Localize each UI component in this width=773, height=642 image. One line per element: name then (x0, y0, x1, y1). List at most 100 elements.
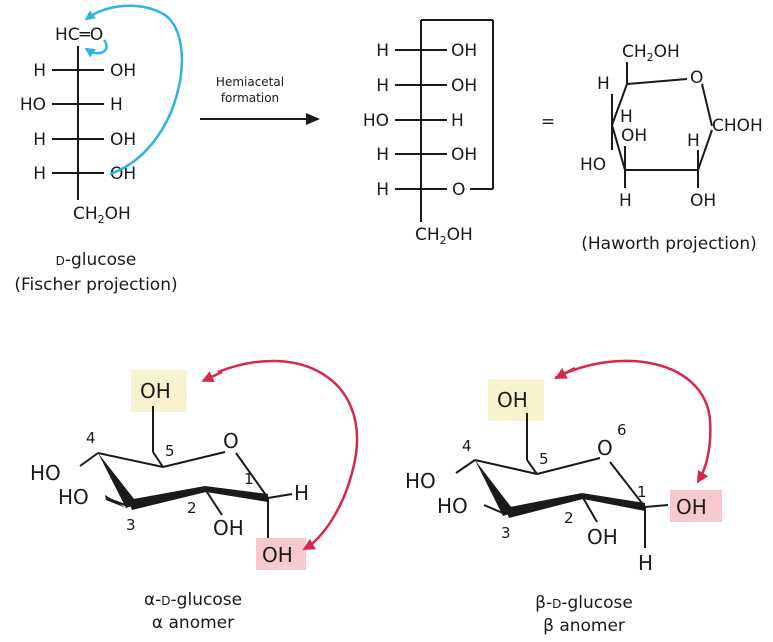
beta-c4-c3-wedge (475, 460, 515, 516)
fischer-row-3-right: OH (110, 130, 136, 150)
beta-c1-h: H (638, 551, 653, 575)
beta-c1-oh: OH (676, 495, 707, 519)
alpha-o-c1-bond (235, 452, 269, 499)
fischer-row-2-left: HO (20, 95, 46, 115)
beta-c1-oh-highlight (670, 490, 722, 522)
cyan-arrow-oh-to-carbonyl (84, 4, 184, 176)
cyclic-row-2-left: H (376, 76, 389, 96)
beta-c2-oh: OH (587, 525, 618, 549)
cyclic-row-5-left: H (376, 180, 389, 200)
alpha-c4-oh-bond (79, 452, 99, 467)
beta-num-2: 2 (564, 509, 574, 527)
cyclic-row-1-right: OH (451, 41, 477, 61)
cyclic-fischer-projection: H OH H OH HO H H OH H O CH2OH (363, 19, 494, 247)
beta-c1-oh-bond (644, 504, 669, 508)
alpha-c6-c5-bond (152, 451, 164, 468)
beta-num-5: 5 (539, 450, 549, 468)
cyclic-row-4-right: OH (451, 145, 477, 165)
reaction-arrow: Hemiacetal formation (200, 75, 320, 125)
alpha-num-1: 1 (244, 470, 254, 488)
alpha-c5-c4-bond (97, 452, 164, 468)
alpha-c2-c1-wedge (205, 486, 268, 502)
alpha-num-4: 4 (86, 429, 96, 447)
beta-ch2oh-oh: OH (497, 388, 528, 412)
beta-c2-c1-wedge (582, 493, 645, 511)
alpha-c1-oh: OH (262, 543, 293, 567)
haworth-o-c1-bond (701, 83, 713, 127)
beta-c4-oh-bond (455, 459, 476, 474)
fischer-row-4-right: OH (110, 164, 136, 184)
haworth-c2-down-oh: OH (690, 191, 716, 211)
beta-num-4: 4 (462, 437, 472, 455)
beta-c5-c4-bond (474, 459, 538, 475)
fischer-row-3-left: H (33, 130, 46, 150)
beta-red-arrow (554, 359, 712, 484)
beta-o-c1-bond (609, 461, 646, 508)
alpha-c3-oh-bond (105, 497, 129, 507)
haworth-c2-up-h: H (687, 131, 700, 151)
reaction-label-line2: formation (221, 91, 279, 105)
alpha-c1-h: H (294, 481, 309, 505)
beta-red-arrow-head-top (554, 366, 576, 379)
alpha-caption-line2: α anomer (152, 613, 234, 633)
beta-c3-oh: HO (437, 494, 468, 518)
alpha-num-2: 2 (187, 499, 197, 517)
cyclic-row-3-left: HO (363, 111, 389, 131)
haworth-ring-o: O (690, 68, 703, 88)
haworth-c4-c3-bond (611, 124, 626, 171)
beta-c3-c2-wedge (505, 493, 583, 518)
alpha-anomer: OH 5 O 1 4 HO 3 HO 2 OH H OH α-D-glucose… (30, 359, 359, 633)
alpha-ring-o: O (223, 429, 239, 453)
reaction-label-line1: Hemiacetal (216, 75, 284, 89)
alpha-red-arrow (217, 359, 359, 550)
alpha-c1-h-bond (267, 493, 293, 499)
beta-caption-line2: β anomer (543, 616, 625, 636)
beta-c3-oh-bond (483, 504, 506, 515)
haworth-c4-up-h: H (597, 74, 610, 94)
beta-num-1: 1 (637, 483, 647, 501)
alpha-c5-o-bond (162, 451, 226, 468)
beta-ch2oh-highlight (488, 379, 544, 421)
alpha-c1-oh-highlight (256, 538, 306, 570)
beta-ring-o: O (597, 436, 613, 460)
alpha-num-3: 3 (126, 516, 136, 534)
beta-num-3: 3 (501, 524, 511, 542)
alpha-c4-c3-wedge (98, 453, 138, 508)
alpha-ch2oh-oh: OH (140, 379, 171, 403)
fischer-caption-name: D-glucose (56, 250, 137, 270)
cyclic-row-1-left: H (376, 41, 389, 61)
alpha-c4-oh: HO (30, 461, 61, 485)
alpha-ch2oh-highlight (131, 370, 187, 412)
beta-c5-o-bond (536, 457, 601, 475)
haworth-c2-c1-bond (697, 129, 713, 171)
fischer-row-1-right: OH (110, 61, 136, 81)
beta-caption-line1: β-D-glucose (535, 593, 633, 613)
fischer-row-2-right: H (110, 95, 123, 115)
haworth-c4-down-oh: HO (580, 155, 606, 175)
alpha-c3-c2-wedge (128, 486, 206, 510)
haworth-c3-up-h: H (620, 107, 633, 127)
cyclic-row-2-right: OH (451, 76, 477, 96)
haworth-caption: (Haworth projection) (581, 234, 757, 254)
fischer-ch2oh: CH2OH (73, 204, 131, 226)
haworth-c5-c4-bond (611, 83, 628, 126)
cyclic-row-3-right: H (451, 111, 464, 131)
beta-c6-c5-bond (526, 459, 538, 475)
cyclic-row-5-ring-o: O (452, 180, 465, 200)
haworth-c5-o-bond (626, 78, 688, 85)
cyclic-ch2oh: CH2OH (415, 225, 473, 247)
haworth-ch2oh: CH2OH (622, 42, 680, 64)
fischer-caption-projection: (Fischer projection) (14, 275, 177, 295)
cyan-arrow-carbonyl-shift (84, 39, 108, 58)
fischer-projection: HC═O H OH HO H H OH H OH CH2OH D-glucose… (14, 4, 184, 295)
haworth-c3-down-h: H (619, 191, 632, 211)
fischer-row-1-left: H (33, 61, 46, 81)
cyclic-row-4-left: H (376, 145, 389, 165)
alpha-num-5: 5 (165, 442, 175, 460)
alpha-c2-oh: OH (213, 516, 244, 540)
alpha-c2-oh-bond (204, 488, 223, 516)
fischer-aldehyde: HC═O (55, 25, 103, 45)
haworth-c3-up-oh: OH (621, 126, 647, 146)
